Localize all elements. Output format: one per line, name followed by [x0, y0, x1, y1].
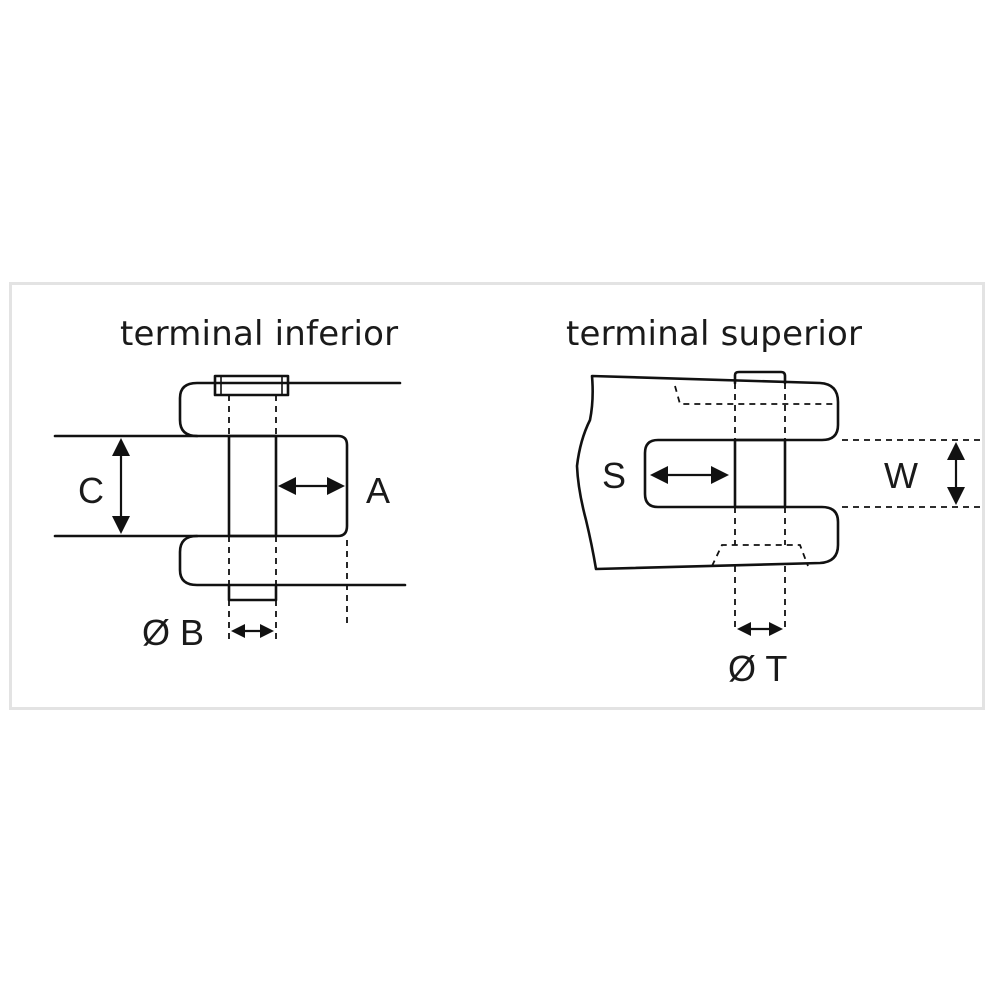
dimension-w-label: W: [884, 455, 918, 496]
dimension-b-label: Ø B: [142, 612, 205, 653]
inferior-tongue: [53, 434, 349, 538]
terminal-superior-drawing: [575, 370, 980, 636]
superior-pin-body: [733, 438, 787, 509]
right-panel-title: terminal superior: [566, 314, 863, 354]
inferior-pin-head: [213, 374, 290, 397]
inferior-pin-body: [227, 434, 278, 538]
superior-pin-head: [733, 370, 787, 385]
dimension-c-label: C: [78, 470, 104, 511]
inferior-lower-tang: [178, 534, 407, 587]
left-panel-title: terminal inferior: [120, 314, 399, 354]
dimension-t-label: Ø T: [728, 648, 788, 689]
superior-body: [575, 374, 840, 571]
terminal-inferior-drawing: [53, 374, 407, 640]
dimension-s-label: S: [602, 455, 627, 496]
inferior-pin-tail: [227, 583, 278, 602]
dimension-a-label: A: [366, 470, 391, 511]
inferior-upper-tang: [178, 381, 402, 438]
diagram-frame: [9, 282, 985, 710]
